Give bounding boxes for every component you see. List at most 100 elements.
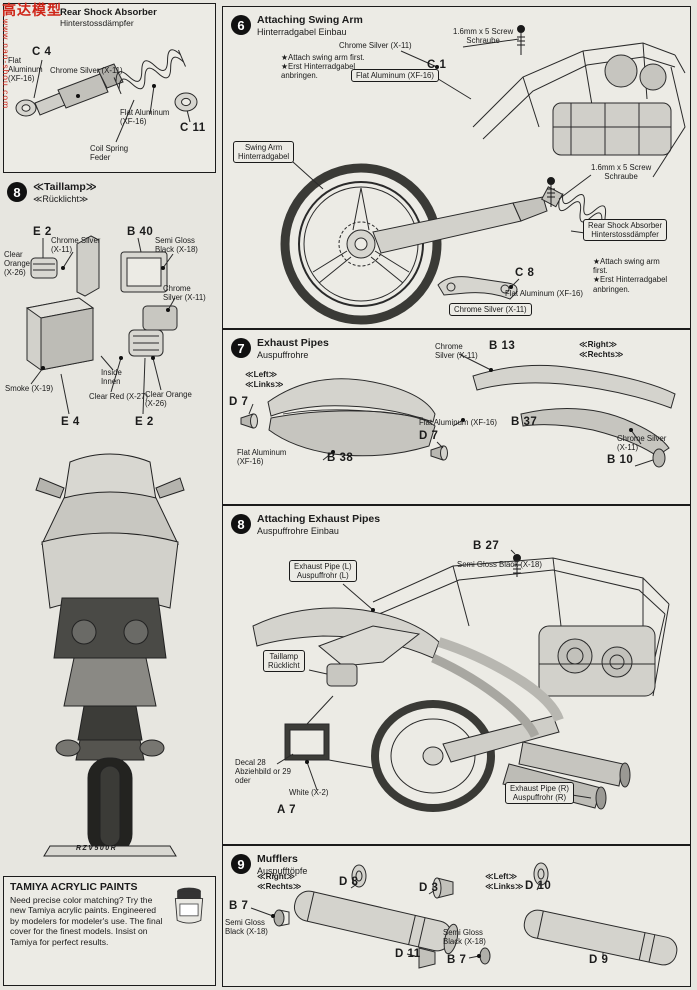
coil-spring-label: Coil Spring Feder — [90, 144, 129, 163]
rear-shock-name-label: Rear Shock Absorber Hinterstossdämpfer — [583, 219, 668, 242]
step-number: 6 — [231, 15, 251, 35]
step-title: Mufflers — [257, 853, 298, 865]
part-label-d3: D 3 — [419, 882, 439, 894]
taillamp-illustration — [25, 235, 178, 415]
paint-callout-chrome-silver-2: Chrome Silver (X-11) — [449, 303, 532, 317]
paint-callout-chrome-silver: Chrome Silver (X-11) — [51, 236, 101, 255]
part-label-b7-2: B 7 — [447, 954, 467, 966]
left-side-tag: ≪Left≫ ≪Links≫ — [245, 370, 284, 389]
paint-callout-clear-orange-2: Clear Orange (X-26) — [145, 390, 192, 409]
attach-exhaust-illustration — [252, 549, 670, 812]
panel-subtitle: Hinterstossdämpfer — [60, 18, 134, 28]
coil-spring-icon — [113, 49, 186, 95]
watermark-site-url: www.nan-shou.com — [1, 19, 11, 110]
paint-jar-icon — [174, 887, 204, 924]
paint-callout-semi-gloss-black: Semi Gloss Black (X-18) — [225, 918, 268, 937]
screw-note-top: 1.6mm x 5 Screw Schraube — [453, 27, 514, 46]
step-subtitle: Hinterradgabel Einbau — [257, 26, 347, 37]
paint-callout-flat-aluminum-2: Flat Aluminum (XF-16) — [505, 289, 583, 298]
motorcycle-rear-view-section: RZV500R — [10, 448, 210, 876]
exhaust-pipes-illustration — [240, 353, 676, 468]
paint-callout-clear-red: Clear Red (X-27) — [89, 392, 148, 401]
left-side-tag: ≪Left≫ ≪Links≫ — [485, 872, 524, 891]
screw-note-right: 1.6mm x 5 Screw Schraube — [591, 163, 652, 182]
paint-callout-flat-aluminum-2: Flat Aluminum (XF-16) — [237, 448, 287, 467]
paint-callout-chrome-silver-2: Chrome Silver (X-11) — [163, 284, 206, 303]
assembly-note-top: ★Attach swing arm first. ★Erst Hinterrad… — [281, 53, 365, 81]
step-subtitle: Auspuffrohre — [257, 349, 309, 360]
step-title: Attaching Exhaust Pipes — [257, 513, 381, 525]
step-subtitle: Auspuffrohre Einbau — [257, 525, 339, 536]
part-label-e2: E 2 — [33, 226, 52, 238]
step-subtitle: Auspufftöpfe — [257, 865, 308, 876]
part-label-b37: B 37 — [511, 416, 538, 428]
swing-arm-name-label: Swing Arm Hinterradgabel — [233, 141, 295, 164]
bike-model-text: RZV500R — [76, 845, 118, 852]
screw-icon — [517, 25, 525, 55]
step-number: 7 — [231, 338, 251, 358]
step-title: Exhaust Pipes — [257, 337, 329, 349]
inside-note: Inside Innen — [101, 368, 122, 387]
paint-callout-clear-orange: Clear Orange (X-26) — [4, 250, 31, 278]
screw-icon-2 — [547, 177, 555, 207]
part-label-b13: B 13 — [489, 340, 516, 352]
part-label-b27: B 27 — [473, 540, 500, 552]
part-label-c4: C 4 — [32, 46, 52, 58]
panel-title: Rear Shock Absorber — [60, 7, 157, 18]
exhaust-pipe-l-name-label: Exhaust Pipe (L) Auspuffrohr (L) — [289, 560, 357, 583]
paint-callout-semi-gloss-black: Semi Gloss Black (X-18) — [457, 560, 542, 569]
paint-callout-semi-gloss-black-2: Semi Gloss Black (X-18) — [443, 928, 486, 947]
paint-callout-chrome-silver: Chrome Silver (X-11) — [339, 41, 412, 50]
part-label-c1: C 1 — [427, 59, 447, 71]
part-label-d8: D 8 — [339, 876, 359, 888]
rear-shock-absorber-panel: Rear Shock Absorber Hinterstossdämpfer — [3, 3, 216, 173]
tamiya-paints-ad-panel: TAMIYA ACRYLIC PAINTS Need precise color… — [3, 876, 216, 986]
part-label-d9: D 9 — [589, 954, 609, 966]
exhaust-pipe-r-name-label: Exhaust Pipe (R) Auspuffrohr (R) — [505, 782, 574, 805]
paint-callout-chrome-silver-2: Chrome Silver (X-11) — [617, 434, 667, 453]
watermark-site-name: 高达模型 — [2, 3, 62, 19]
paint-callout-semi-gloss-black: Semi Gloss Black (X-18) — [155, 236, 198, 255]
right-side-tag: ≪Right≫ ≪Rechts≫ — [579, 340, 624, 359]
paints-ad-title: TAMIYA ACRYLIC PAINTS — [10, 881, 138, 893]
part-label-c11: C 11 — [180, 122, 206, 134]
paint-callout-chrome-silver: Chrome Silver (X-11) — [50, 66, 123, 75]
paint-callout-chrome-silver: Chrome Silver (X-11) — [435, 342, 478, 361]
paints-ad-body: Need precise color matching? Try the new… — [10, 895, 163, 947]
decal-note: Decal 28 Abziehbild or 29 oder — [235, 758, 291, 786]
step-subtitle: ≪Rücklicht≫ — [33, 193, 89, 204]
screw-icon — [513, 554, 521, 577]
assembly-note-bottom: ★Attach swing arm first. ★Erst Hinterrad… — [593, 257, 668, 294]
right-side-tag: ≪Right≫ ≪Rechts≫ — [257, 872, 302, 891]
taillamp-step-section: 8 ≪Taillamp≫ ≪Rücklicht≫ — [3, 178, 216, 448]
step-8-attach-exhaust-panel: 8 Attaching Exhaust Pipes Auspuffrohre E… — [222, 505, 691, 845]
part-label-d7-2: D 7 — [419, 430, 439, 442]
paint-callout-flat-aluminum-2: Flat Aluminum (XF-16) — [120, 108, 170, 127]
paint-callout-smoke: Smoke (X-19) — [5, 384, 54, 393]
part-label-b40: B 40 — [127, 226, 154, 238]
part-label-e4: E 4 — [61, 416, 80, 428]
step-6-swing-arm-panel: 6 Attaching Swing Arm Hinterradgabel Ein… — [222, 6, 691, 329]
shock-absorber-illustration — [15, 49, 198, 143]
step-9-mufflers-panel: 9 Mufflers Auspufftöpfe — [222, 845, 691, 987]
part-label-c8: C 8 — [515, 267, 535, 279]
mufflers-illustration — [250, 862, 678, 969]
step-number: 8 — [7, 182, 27, 202]
step-7-exhaust-pipes-panel: 7 Exhaust Pipes Auspuffrohre — [222, 329, 691, 505]
step-number: 8 — [231, 514, 251, 534]
taillamp-name-label: Taillamp Rücklicht — [263, 650, 305, 673]
part-label-d7: D 7 — [229, 396, 249, 408]
motorcycle-rear-view-illustration — [35, 453, 185, 857]
part-label-b7: B 7 — [229, 900, 249, 912]
paint-callout-flat-aluminum: Flat Aluminum (XF-16) — [419, 418, 497, 427]
step-title: Attaching Swing Arm — [257, 14, 363, 26]
step-number: 9 — [231, 854, 251, 874]
paint-callout-white: White (X-2) — [289, 788, 329, 797]
part-label-b38: B 38 — [327, 452, 354, 464]
paint-callout-flat-aluminum: Flat Aluminum (XF-16) — [351, 69, 439, 83]
part-label-d10: D 10 — [525, 880, 552, 892]
part-label-b10: B 10 — [607, 454, 634, 466]
part-label-d11: D 11 — [395, 948, 421, 960]
step-title: ≪Taillamp≫ — [33, 181, 97, 193]
